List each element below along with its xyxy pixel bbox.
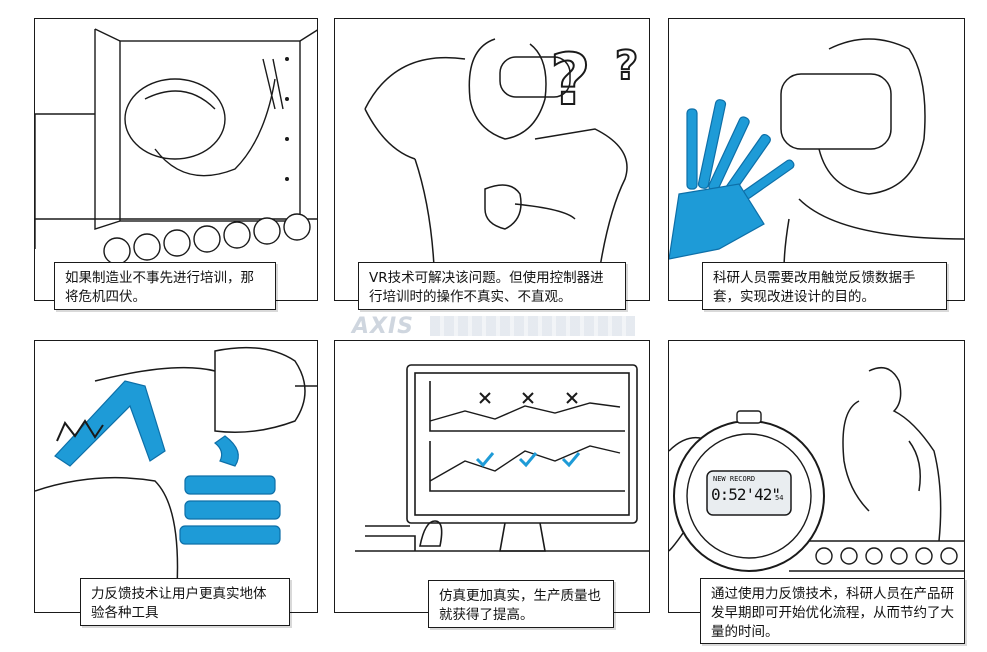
stopwatch-header: NEW RECORD bbox=[713, 475, 756, 483]
caption-2: VR技术可解决该问题。但使用控制器进行培训时的操作不真实、不直观。 bbox=[358, 262, 626, 310]
panel-monitor bbox=[334, 340, 650, 613]
question-mark-icon-small: ? bbox=[615, 43, 638, 89]
stopwatch-sub: 54 bbox=[775, 494, 784, 502]
panel-factory bbox=[34, 18, 318, 301]
monitor-illustration bbox=[355, 364, 649, 552]
caption-6: 通过使用力反馈技术，科研人员在产品研发早期即可开始优化流程，从而节约了大量的时间… bbox=[700, 578, 965, 644]
panel-stopwatch: NEW RECORD 0:52'42" 54 bbox=[668, 340, 965, 613]
factory-illustration bbox=[35, 28, 317, 265]
drill-illustration bbox=[35, 346, 317, 612]
caption-4: 力反馈技术让用户更真实地体验各种工具 bbox=[80, 578, 290, 626]
caption-1: 如果制造业不事先进行培训，那将危机四伏。 bbox=[54, 262, 276, 310]
check-icon bbox=[475, 452, 581, 468]
cross-icon bbox=[479, 392, 578, 404]
haptic-glove-illustration bbox=[669, 38, 964, 300]
question-mark-icon-large: ? bbox=[550, 39, 591, 121]
vr-controller-illustration: ? ? bbox=[364, 38, 639, 300]
caption-5: 仿真更加真实，生产质量也就获得了提高。 bbox=[428, 580, 614, 628]
watermark-logo: AXIS bbox=[352, 314, 415, 339]
stopwatch-body bbox=[673, 410, 825, 572]
caption-3: 科研人员需要改用触觉反馈数据手套，实现改进设计的目的。 bbox=[702, 262, 947, 310]
panel-drill bbox=[34, 340, 318, 613]
panel-vr-controller: ? ? bbox=[334, 18, 650, 301]
force-feedback-device bbox=[54, 380, 281, 545]
panel-haptic-glove bbox=[668, 18, 965, 301]
watermark-strip bbox=[430, 316, 635, 336]
glove-exoskeleton bbox=[669, 99, 795, 260]
stopwatch-illustration bbox=[669, 366, 964, 572]
stopwatch-time: 0:52'42" bbox=[711, 485, 781, 504]
